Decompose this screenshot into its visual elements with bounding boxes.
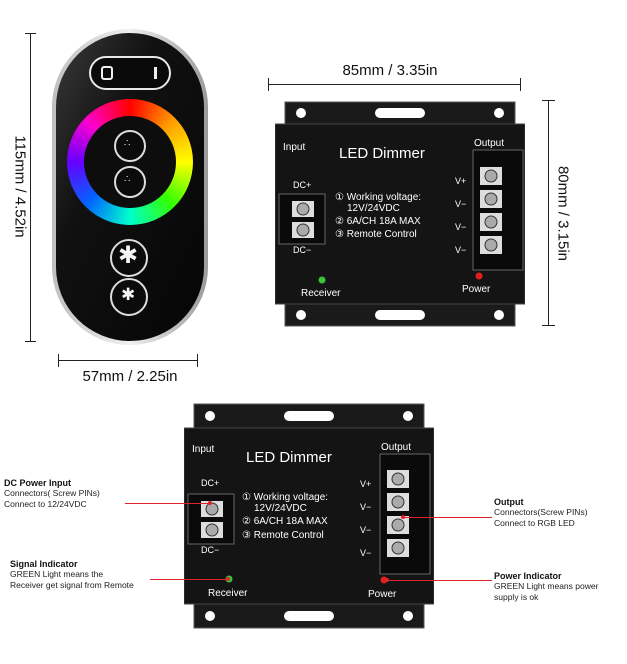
v-minus-label-3: V− bbox=[455, 245, 467, 255]
annotation-signal: Signal Indicator GREEN Light means the R… bbox=[10, 559, 180, 591]
remote-height-line bbox=[30, 33, 31, 341]
annotation-power-line2: supply is ok bbox=[494, 592, 539, 602]
dc-plus-label-bottom: DC+ bbox=[201, 478, 220, 488]
controller-top-housing bbox=[274, 101, 526, 327]
spec-1b: 12V/24VDC bbox=[347, 203, 400, 214]
annotation-signal-title: Signal Indicator bbox=[10, 559, 78, 569]
annotation-signal-line bbox=[150, 579, 228, 580]
dc-minus-label: DC− bbox=[293, 245, 312, 255]
annotation-dc-power-line bbox=[125, 503, 210, 504]
v-plus-label: V+ bbox=[455, 176, 467, 186]
v-plus-label-bottom: V+ bbox=[360, 479, 372, 489]
annotation-power-title: Power Indicator bbox=[494, 571, 562, 581]
annotation-output-line2: Connect to RGB LED bbox=[494, 518, 575, 528]
remote-control: ∴ ∴ ✱ ✱ bbox=[50, 27, 210, 347]
spec-1: ① Working voltage: bbox=[335, 192, 422, 203]
v-minus-label-1: V− bbox=[455, 199, 467, 209]
spec-1-bottom: ① Working voltage: bbox=[242, 492, 329, 503]
device-title: LED Dimmer bbox=[339, 145, 425, 162]
receiver-label-bottom: Receiver bbox=[208, 588, 248, 599]
annotation-dc-power-title: DC Power Input bbox=[4, 478, 71, 488]
spec-1b-bottom: 12V/24VDC bbox=[254, 503, 307, 514]
mode-dots-icon-2: ∴ bbox=[124, 174, 131, 185]
controller-height-label: 80mm / 3.15in bbox=[554, 165, 572, 262]
spec-3-bottom: ③ Remote Control bbox=[242, 530, 324, 541]
dc-plus-label: DC+ bbox=[293, 180, 312, 190]
brightness-down-button[interactable] bbox=[110, 278, 148, 316]
annotation-output: Output Connectors(Screw PINs) Connect to… bbox=[494, 497, 624, 529]
v-minus-label-bottom-2: V− bbox=[360, 525, 372, 535]
power-led bbox=[475, 272, 483, 280]
v-minus-label-bottom-3: V− bbox=[360, 548, 372, 558]
spec-2: ② 6A/CH 18A MAX bbox=[335, 216, 421, 227]
device-title-bottom: LED Dimmer bbox=[246, 449, 332, 466]
controller-height-tick-bottom bbox=[542, 325, 555, 326]
power-label-bottom: Power bbox=[368, 589, 397, 600]
controller-width-tick-right bbox=[520, 78, 521, 91]
controller-width-tick-left bbox=[268, 78, 269, 91]
controller-top: Input Output LED Dimmer DC+ DC− ① Workin… bbox=[274, 100, 526, 328]
mode-button-2[interactable] bbox=[114, 166, 146, 198]
annotation-dc-power: DC Power Input Connectors( Screw PINs) C… bbox=[4, 478, 164, 510]
receiver-led bbox=[318, 276, 326, 284]
annotation-power-dot bbox=[385, 578, 389, 582]
sun-large-icon: ✱ bbox=[118, 242, 139, 269]
annotation-signal-dot bbox=[226, 577, 230, 581]
remote-height-tick-top bbox=[25, 33, 36, 34]
annotation-output-title: Output bbox=[494, 497, 524, 507]
controller-width-line bbox=[268, 84, 521, 85]
controller-bottom: Input Output LED Dimmer DC+ DC− ① Workin… bbox=[183, 402, 435, 630]
annotation-output-line1: Connectors(Screw PINs) bbox=[494, 507, 588, 517]
annotation-power-line1: GREEN Light means power bbox=[494, 581, 599, 591]
annotation-output-line bbox=[404, 517, 492, 518]
remote-width-tick-left bbox=[58, 354, 59, 367]
input-label-bottom: Input bbox=[192, 444, 215, 455]
remote-width-label: 57mm / 2.25in bbox=[82, 368, 178, 385]
annotation-power: Power Indicator GREEN Light means power … bbox=[494, 571, 624, 603]
receiver-label: Receiver bbox=[301, 288, 341, 299]
spec-3: ③ Remote Control bbox=[335, 229, 417, 240]
remote-width-line bbox=[58, 360, 198, 361]
controller-height-line bbox=[548, 100, 549, 325]
v-minus-label-2: V− bbox=[455, 222, 467, 232]
controller-bottom-housing bbox=[183, 403, 435, 629]
dc-minus-label-bottom: DC− bbox=[201, 545, 220, 555]
power-label: Power bbox=[462, 284, 491, 295]
v-minus-label-bottom-1: V− bbox=[360, 502, 372, 512]
annotation-dc-power-dot bbox=[208, 501, 212, 505]
mode-dots-icon: ∴ bbox=[124, 138, 131, 149]
annotation-dc-power-line2: Connect to 12/24VDC bbox=[4, 499, 87, 509]
input-label: Input bbox=[283, 142, 306, 153]
mode-button-1[interactable] bbox=[114, 130, 146, 162]
annotation-signal-line1: GREEN Light means the bbox=[10, 569, 104, 579]
annotation-output-dot bbox=[401, 515, 405, 519]
output-label-bottom: Output bbox=[381, 442, 412, 453]
brightness-up-button[interactable] bbox=[110, 239, 148, 277]
annotation-dc-power-line1: Connectors( Screw PINs) bbox=[4, 488, 100, 498]
output-label: Output bbox=[474, 138, 505, 149]
annotation-signal-line2: Receiver get signal from Remote bbox=[10, 580, 134, 590]
annotation-power-line bbox=[388, 580, 492, 581]
power-switch bbox=[89, 56, 171, 90]
sun-small-icon: ✱ bbox=[121, 285, 136, 304]
controller-width-label: 85mm / 3.35in bbox=[342, 62, 438, 79]
remote-height-label: 115mm / 4.52in bbox=[11, 135, 29, 238]
remote-width-tick-right bbox=[197, 354, 198, 367]
controller-height-tick-top bbox=[542, 100, 555, 101]
remote-height-tick-bottom bbox=[25, 341, 36, 342]
spec-2-bottom: ② 6A/CH 18A MAX bbox=[242, 516, 328, 527]
